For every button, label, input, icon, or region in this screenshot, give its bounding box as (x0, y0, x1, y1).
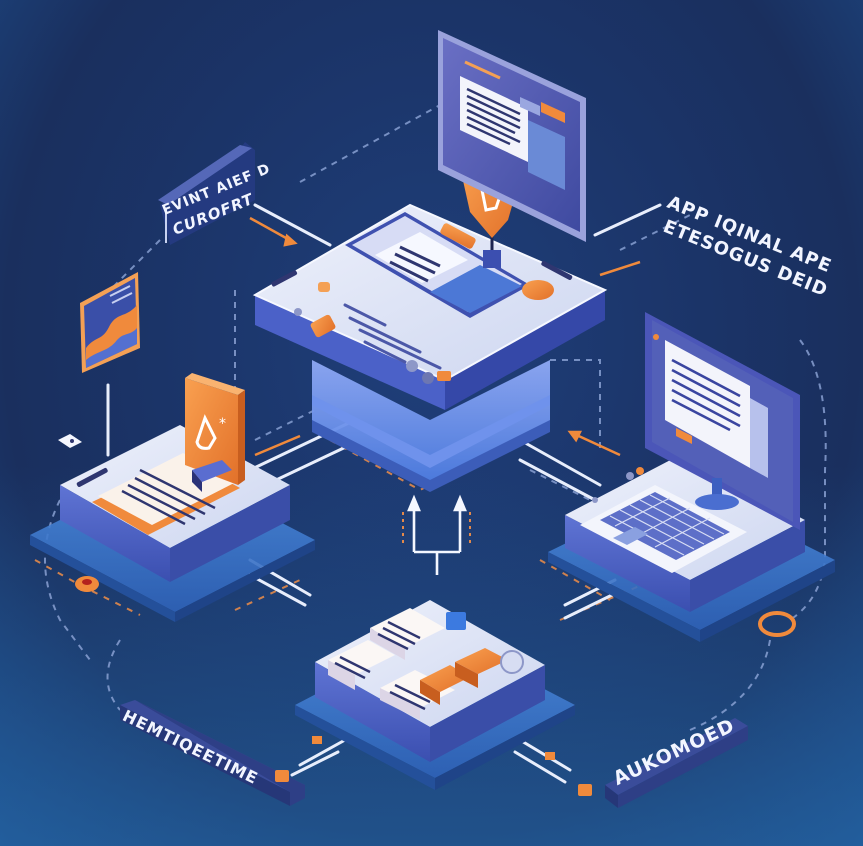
right-workstation-node (548, 312, 835, 642)
bottom-left-tag (120, 700, 305, 806)
bottom-right-tag (605, 718, 748, 808)
svg-text:*: * (219, 416, 226, 432)
left-document-node: * (30, 373, 315, 622)
orange-arrows (249, 216, 641, 457)
split-arrow-icon (407, 494, 467, 575)
drop-icon (195, 414, 217, 450)
top-left-tag (158, 142, 255, 245)
ring-icon (758, 611, 796, 637)
bottom-cards-node (275, 600, 592, 796)
top-monitor (438, 30, 586, 242)
chart-panel (80, 272, 140, 373)
dashed-orange-connectors (34, 439, 701, 621)
